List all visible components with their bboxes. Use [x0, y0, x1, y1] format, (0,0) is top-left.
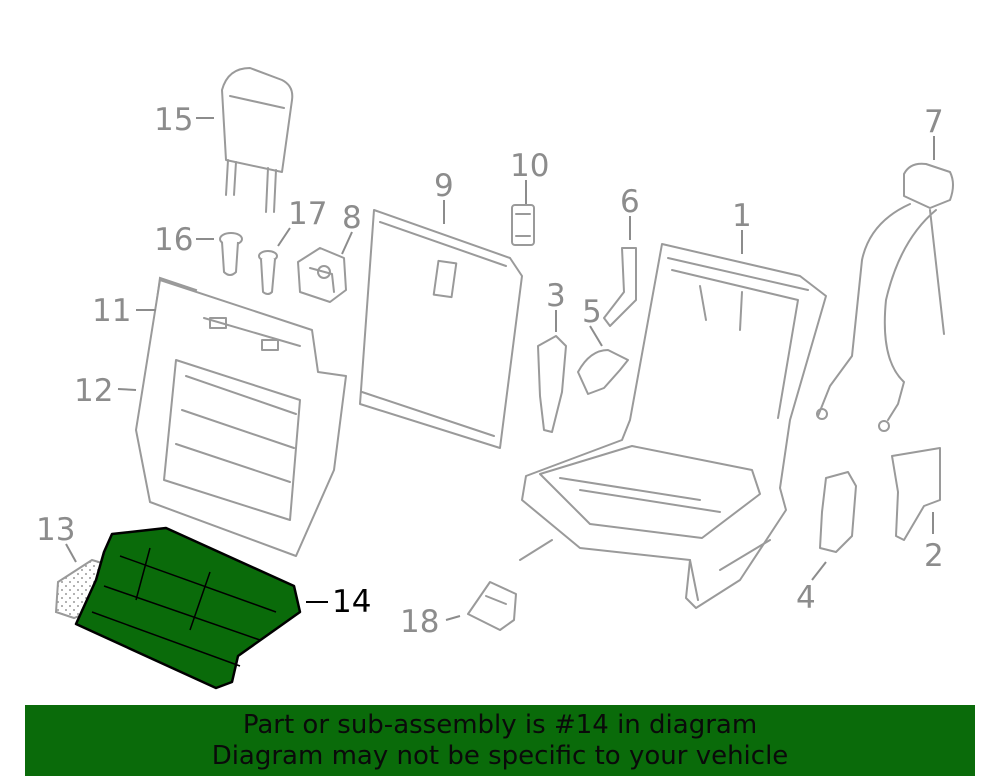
part-7-belt[interactable]: [816, 162, 954, 432]
part-4-cover[interactable]: [819, 471, 857, 553]
callout-16[interactable]: 16: [154, 222, 193, 258]
part-15-headrest[interactable]: [221, 67, 294, 213]
part-6-trim[interactable]: [603, 247, 637, 327]
info-banner: Part or sub-assembly is #14 in diagram D…: [25, 705, 975, 776]
callout-9[interactable]: 9: [434, 168, 454, 204]
callout-15[interactable]: 15: [154, 102, 193, 138]
callout-8[interactable]: 8: [342, 200, 362, 236]
callout-14[interactable]: 14: [332, 584, 371, 620]
parts-diagram: 1 2 3 4 5 6 7 8 9 10 11 12 13 14 15 16 1…: [36, 67, 954, 690]
banner-line-1: Part or sub-assembly is #14 in diagram: [242, 710, 758, 740]
callout-labels: 1 2 3 4 5 6 7 8 9 10 11 12 13 14 15 16 1…: [36, 102, 944, 640]
part-17-guide[interactable]: [258, 250, 278, 295]
part-14-seat-cushion-highlighted[interactable]: [74, 526, 302, 690]
part-9-back-panel[interactable]: [359, 209, 523, 449]
part-2-bracket[interactable]: [891, 447, 941, 541]
part-8-latch[interactable]: [297, 247, 347, 303]
callout-13[interactable]: 13: [36, 512, 75, 548]
leader-lines: [65, 117, 935, 621]
callout-1[interactable]: 1: [732, 198, 752, 234]
part-10-clip[interactable]: [511, 204, 535, 246]
callout-11[interactable]: 11: [92, 293, 131, 329]
callout-4[interactable]: 4: [796, 580, 816, 616]
callout-7[interactable]: 7: [924, 104, 944, 140]
part-3-bracket[interactable]: [537, 335, 567, 433]
part-16-guide[interactable]: [219, 232, 243, 276]
part-12-back-cushion[interactable]: [135, 279, 347, 557]
callout-10[interactable]: 10: [510, 148, 549, 184]
part-5-cover[interactable]: [577, 349, 629, 395]
callout-17[interactable]: 17: [288, 196, 327, 232]
callout-3[interactable]: 3: [546, 278, 566, 314]
callout-6[interactable]: 6: [620, 184, 640, 220]
banner-line-2: Diagram may not be specific to your vehi…: [211, 741, 789, 771]
callout-5[interactable]: 5: [582, 294, 602, 330]
callout-12[interactable]: 12: [74, 373, 113, 409]
callout-2[interactable]: 2: [924, 538, 944, 574]
part-1-seat-frame[interactable]: [519, 243, 827, 609]
part-18-bracket[interactable]: [467, 581, 517, 631]
callout-18[interactable]: 18: [400, 604, 439, 640]
